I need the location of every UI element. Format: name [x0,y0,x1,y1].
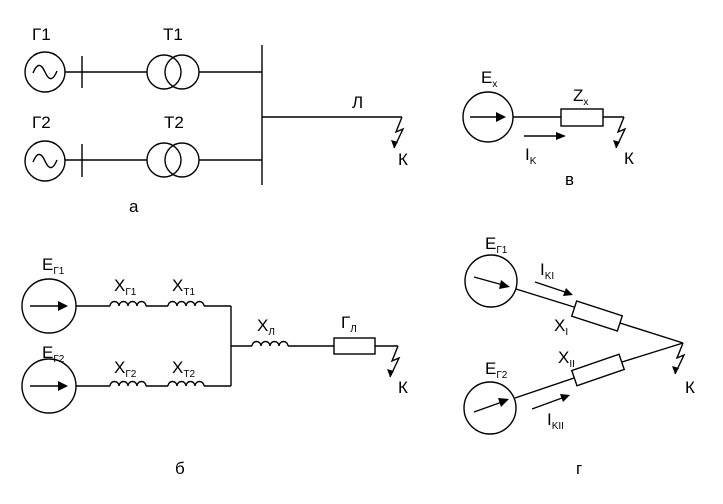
caption-v: в [565,170,574,189]
current-arrow-ik2 [531,397,563,410]
current-arrowhead-ik1 [563,288,573,296]
fault-label-g: К [685,378,695,397]
label-xg2: XГ2 [114,358,137,380]
emf-source-g1 [464,254,518,308]
wire-x2-fault [621,342,684,363]
inductor-xl [251,340,289,347]
wire-e1-x1 [515,288,575,308]
transformer-2-symbol [146,142,200,178]
inductor-xg2 [109,380,147,387]
fault-arrow-g [672,366,679,374]
gen1-label: Г1 [32,25,51,44]
inductor-xg1 [109,300,147,307]
resistor-x1 [570,300,624,332]
fault-label-a: К [398,150,408,169]
panel-b: EГ1 EГ2 XГ1 XТ1 XГ2 XТ2 XЛ ГЛ К б [21,255,408,478]
panel-a: Г1 Г2 Т1 Т2 Л К а [24,25,408,216]
fault-arrow-v [613,140,620,148]
label-x2: XII [558,348,575,370]
current-arrow-ik1 [534,281,566,293]
generator-1-symbol [24,51,66,93]
resistor-x2 [570,353,626,387]
panel-v: Ex Zx IK К в [462,68,634,189]
current-arrowhead-ik [556,132,566,140]
fault-zigzag-b [389,345,401,378]
label-ik: IK [525,145,537,167]
fault-label-b: К [398,378,408,397]
line-label: Л [352,93,363,112]
label-x1: XI [554,316,568,338]
caption-g: г [576,459,582,478]
fault-label-v: К [624,149,634,168]
caption-b: б [175,459,185,478]
label-zx: Zx [573,86,588,108]
current-arrowhead-ik2 [560,394,570,402]
emf-source-2 [21,358,77,414]
label-gl: ГЛ [341,313,357,335]
inductor-xt2 [167,380,205,387]
inductor-xt1 [167,300,205,307]
label-xt2: XТ2 [172,358,195,380]
fault-zigzag-v [615,116,627,149]
wire-x1-fault [619,322,684,344]
label-eg1: EГ1 [42,255,65,277]
fault-arrow-a [391,140,398,148]
label-eg1-g: EГ1 [485,234,508,256]
fault-zigzag-g [674,342,686,375]
resistor-gl [333,337,376,355]
tr2-label: Т2 [164,113,184,132]
emf-source-g2 [463,381,517,435]
label-eg2: EГ2 [42,343,65,365]
label-ik1: IKI [540,260,554,282]
label-ik2: IKII [547,410,564,432]
transformer-1-symbol [146,54,200,90]
wire-e2-x2 [514,377,575,399]
fault-zigzag-a [393,116,405,149]
resistor-zx [560,108,604,127]
emf-source-x [462,91,514,143]
label-xg1: XГ1 [114,276,137,298]
generator-2-symbol [24,140,66,182]
emf-source-1 [21,278,77,334]
label-xt1: XТ1 [172,276,195,298]
label-ex: Ex [481,68,497,90]
gen2-label: Г2 [32,113,51,132]
caption-a: а [129,197,139,216]
panel-g: EГ1 EГ2 IKI IKII XI XII К г [463,234,695,478]
fault-arrow-b [387,369,394,377]
label-xl: XЛ [257,316,275,338]
tr1-label: Т1 [163,25,183,44]
label-eg2-g: EГ2 [485,359,508,381]
